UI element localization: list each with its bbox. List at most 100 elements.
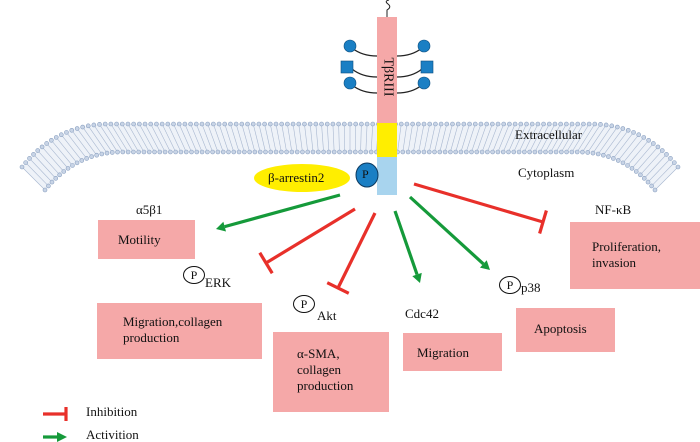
lipid-head xyxy=(564,149,569,155)
lipid-tail xyxy=(157,137,166,153)
lipid-head xyxy=(162,149,168,155)
lipid-tail xyxy=(156,123,164,139)
lipid-head xyxy=(89,154,94,159)
lipid-head xyxy=(53,135,59,140)
lipid-head xyxy=(316,149,321,155)
lipid-head xyxy=(256,121,262,127)
receptor-tail-squiggle xyxy=(385,0,391,17)
lipid-tail xyxy=(326,123,329,139)
lipid-tail xyxy=(207,123,214,139)
lipid-tail xyxy=(612,128,624,143)
outcome-box-migration: Migration xyxy=(403,333,502,371)
lipid-head xyxy=(569,121,575,127)
lipid-head xyxy=(171,121,176,127)
inhibition-line-erk-bar xyxy=(258,251,274,275)
lipid-head xyxy=(559,149,564,155)
lipid-head xyxy=(257,149,263,155)
lipid-head xyxy=(625,163,630,168)
lipid-tail xyxy=(71,130,82,144)
lipid-head xyxy=(575,121,581,127)
lipid-head xyxy=(426,149,432,155)
cell-membrane xyxy=(19,121,681,193)
lipid-head xyxy=(79,158,85,163)
lipid-tail xyxy=(492,123,499,139)
lipid-tail xyxy=(316,137,319,153)
lipid-tail xyxy=(407,137,411,153)
glycan-chain xyxy=(396,84,423,94)
lipid-head xyxy=(125,149,131,155)
lipid-head xyxy=(645,179,651,185)
outcome-box-proliferation-invasion: Proliferation, invasion xyxy=(570,222,700,289)
lipid-tail xyxy=(487,137,493,153)
lipid-head xyxy=(61,169,67,174)
lipid-head xyxy=(358,149,363,155)
adaptor-label: β-arrestin2 xyxy=(268,170,325,185)
lipid-head xyxy=(484,121,489,127)
lipid-tail xyxy=(508,137,515,153)
lipid-head xyxy=(188,121,193,127)
lipid-tail xyxy=(102,138,113,153)
lipid-tail xyxy=(365,137,367,153)
lipid-head xyxy=(478,121,484,127)
lipid-head xyxy=(120,149,126,155)
lipid-head xyxy=(490,121,495,127)
inhibition-line-nfkb-bar xyxy=(538,210,548,234)
lipid-head xyxy=(324,121,330,127)
lipid-tail xyxy=(437,123,442,139)
outcome-line: Migration,collagen xyxy=(123,314,223,329)
lipid-head xyxy=(543,149,548,155)
lipid-tail xyxy=(322,137,324,153)
lipid-head xyxy=(620,160,626,166)
lipid-head xyxy=(495,121,501,127)
lipid-tail xyxy=(502,137,510,153)
lipid-tail xyxy=(651,174,664,187)
lipid-head xyxy=(194,149,200,155)
lipid-tail xyxy=(269,123,274,139)
lipid-head xyxy=(99,151,105,157)
lipid-tail xyxy=(167,123,175,139)
lipid-head xyxy=(226,149,231,155)
lipid-head xyxy=(119,121,125,127)
lipid-head xyxy=(296,121,302,127)
lipid-head xyxy=(305,149,311,155)
lipid-head xyxy=(142,121,148,127)
lipid-tail xyxy=(561,137,570,153)
lipid-head xyxy=(467,121,472,127)
glycan-chain xyxy=(351,68,378,78)
lipid-head xyxy=(125,121,131,127)
glycan-chain xyxy=(396,47,423,57)
lipid-head xyxy=(65,166,71,171)
lipid-tail xyxy=(558,123,567,139)
lipid-tail xyxy=(258,123,263,139)
mediator-akt: Akt xyxy=(317,308,337,323)
signal-connectors xyxy=(216,182,548,295)
lipid-head xyxy=(558,121,563,127)
glycan-chain xyxy=(396,68,423,78)
lipid-tail xyxy=(201,137,208,153)
lipid-tail xyxy=(497,137,504,153)
lipid-head xyxy=(102,121,108,127)
lipid-tail xyxy=(287,123,290,139)
lipid-tail xyxy=(119,137,129,153)
lipid-head xyxy=(506,149,511,155)
lipid-tail xyxy=(550,137,559,153)
lipid-head xyxy=(279,149,284,155)
legend-activation-label: Activition xyxy=(86,427,139,442)
lipid-head xyxy=(437,149,443,155)
lipid-head xyxy=(495,149,501,155)
lipid-head xyxy=(49,137,54,143)
lipid-head xyxy=(310,149,316,155)
lipid-head xyxy=(507,121,512,127)
lipid-tail xyxy=(644,166,656,179)
lipid-tail xyxy=(25,162,38,175)
lipid-head xyxy=(585,150,591,155)
lipid-tail xyxy=(555,137,565,153)
outcome-box-motility: Motility xyxy=(98,220,195,259)
lipid-head xyxy=(262,121,267,127)
lipid-tail xyxy=(48,162,60,176)
lipid-tail xyxy=(410,123,413,139)
lipid-head xyxy=(342,149,348,155)
lipid-head xyxy=(564,121,569,127)
lipid-tail xyxy=(332,123,334,139)
